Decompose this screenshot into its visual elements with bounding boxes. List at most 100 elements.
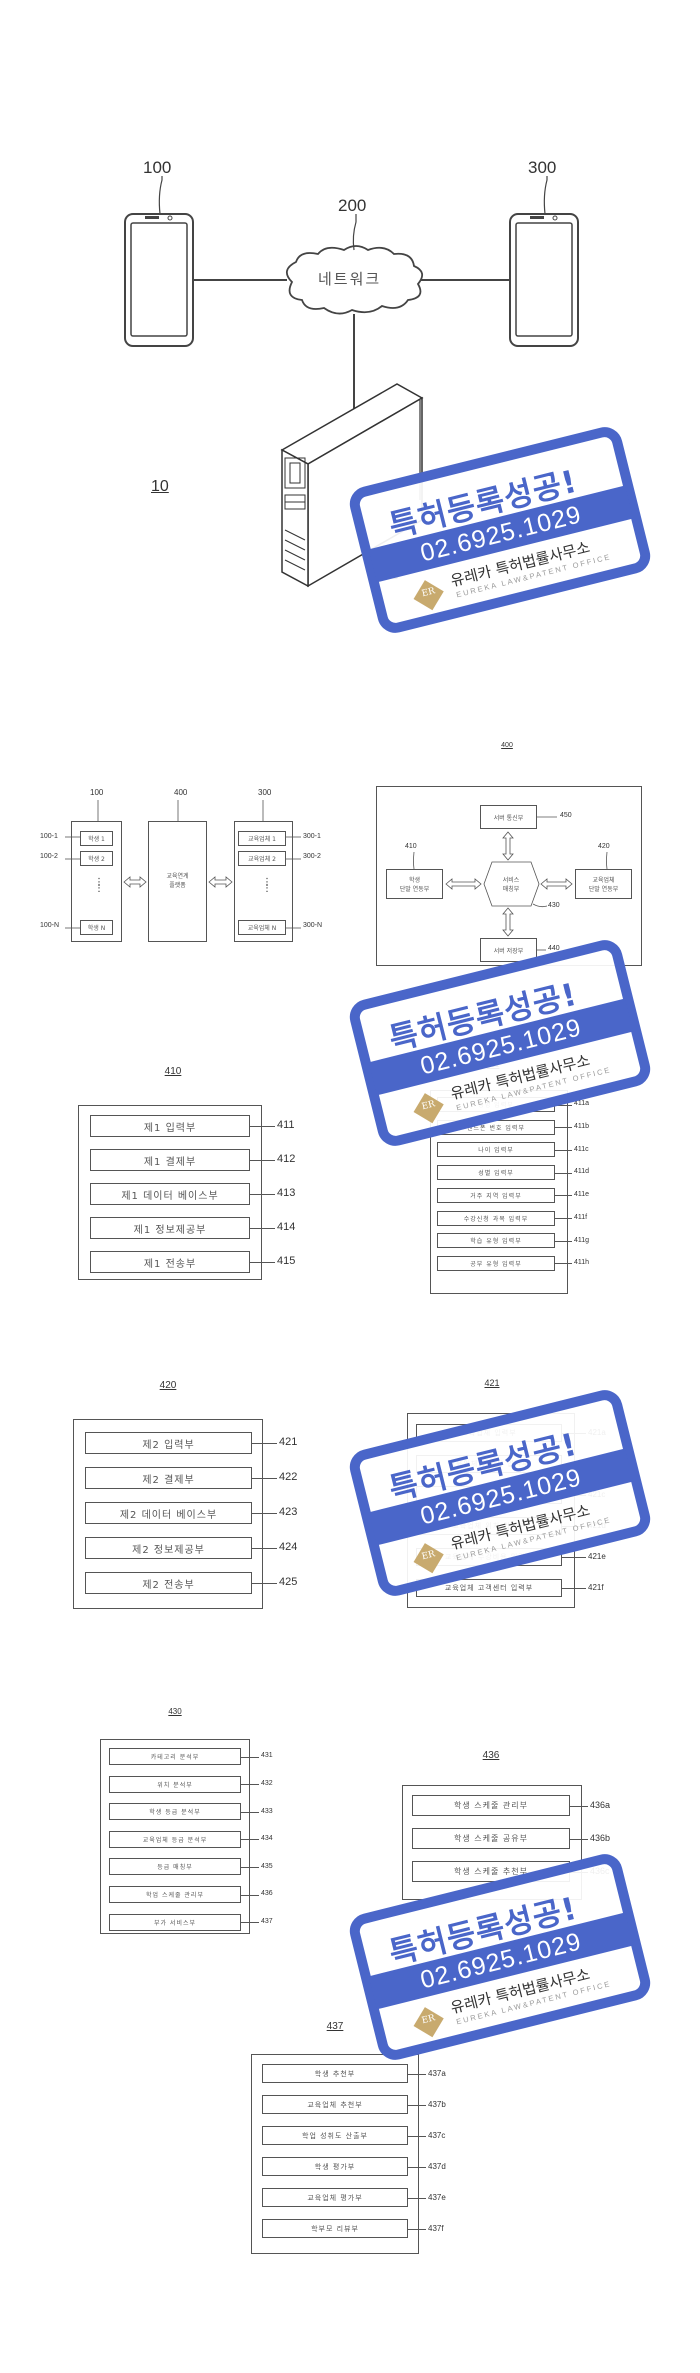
component-box: 학습 유형 입력부 <box>437 1233 555 1248</box>
leader-line <box>252 1513 277 1514</box>
leader-line <box>241 1812 259 1813</box>
component-box: 제1 데이터 베이스부 <box>90 1183 250 1205</box>
firm-logo-icon: ER <box>414 1543 444 1573</box>
component-box: 제1 입력부 <box>90 1115 250 1137</box>
component-box: 제2 결제부 <box>85 1467 252 1489</box>
component-box: 학생 평가부 <box>262 2157 408 2176</box>
component-ref: 415 <box>277 1255 295 1267</box>
leader-line <box>241 1922 259 1923</box>
component-ref: 437f <box>428 2224 444 2233</box>
patent-stamp: 특허등록성공! 02.6925.1029 ER 유레카 특허법률사무소 EURE… <box>346 1386 654 1599</box>
leader-line <box>408 2229 426 2230</box>
leader-line <box>250 1126 275 1127</box>
leader-line <box>250 1194 275 1195</box>
component-ref: 431 <box>261 1752 273 1759</box>
component-box: 교육업체 등급 분석부 <box>109 1831 241 1848</box>
leader-line <box>241 1784 259 1785</box>
double-arrow-icon <box>541 879 572 889</box>
leader-line <box>555 1173 572 1174</box>
component-ref: 437a <box>428 2069 446 2078</box>
figure-title-436: 436 <box>483 1750 500 1761</box>
figure-title-430: 430 <box>168 1707 181 1716</box>
component-ref: 414 <box>277 1221 295 1233</box>
component-ref: 424 <box>279 1541 297 1553</box>
component-box: 나이 입력부 <box>437 1142 555 1157</box>
leader-line <box>562 1588 586 1589</box>
component-box: 수강신청 과목 입력부 <box>437 1211 555 1226</box>
component-box: 제1 정보제공부 <box>90 1217 250 1239</box>
leader-line <box>241 1867 259 1868</box>
leader-line <box>408 2136 426 2137</box>
component-box: 학부모 리뷰부 <box>262 2219 408 2238</box>
leader-line <box>555 1263 572 1264</box>
component-box: 등급 매칭부 <box>109 1858 241 1875</box>
component-box: 학업 성취도 산출부 <box>262 2126 408 2145</box>
double-arrow-icon <box>503 908 513 936</box>
figure-title-410: 410 <box>165 1066 182 1077</box>
leader-line <box>562 1557 586 1558</box>
firm-logo-icon: ER <box>414 2007 444 2037</box>
component-ref: 436 <box>261 1890 273 1897</box>
leader-line <box>408 2105 426 2106</box>
component-ref: 411 <box>277 1119 295 1131</box>
component-box: 부가 서비스부 <box>109 1914 241 1931</box>
component-ref: 437 <box>261 1918 273 1925</box>
leader-line <box>250 1228 275 1229</box>
component-ref: 436b <box>590 1833 610 1843</box>
figure-title-420: 420 <box>160 1380 177 1391</box>
leader-line <box>408 2167 426 2168</box>
leader-line <box>252 1583 277 1584</box>
component-box: 제1 결제부 <box>90 1149 250 1171</box>
leader-line <box>241 1757 259 1758</box>
component-box: 카테고리 분석부 <box>109 1748 241 1765</box>
component-box: 제2 입력부 <box>85 1432 252 1454</box>
leader-line <box>555 1241 572 1242</box>
leader-line <box>252 1478 277 1479</box>
leader-line <box>570 1806 588 1807</box>
component-ref: 437c <box>428 2131 445 2140</box>
component-box: 학업 스케줄 관리부 <box>109 1886 241 1903</box>
component-ref: 411h <box>574 1259 589 1266</box>
component-ref: 433 <box>261 1808 273 1815</box>
leader-line <box>555 1218 572 1219</box>
leader-line <box>241 1895 259 1896</box>
component-ref: 411a <box>574 1100 589 1107</box>
component-ref: 411b <box>574 1123 589 1130</box>
component-box: 공부 유형 입력부 <box>437 1256 555 1271</box>
component-box: 교육업체 평가부 <box>262 2188 408 2207</box>
component-box: 제2 전송부 <box>85 1572 252 1594</box>
leader-line <box>252 1443 277 1444</box>
leader-line <box>408 2074 426 2075</box>
component-ref: 411c <box>574 1146 589 1153</box>
figure-title-437: 437 <box>327 2021 344 2032</box>
component-box: 위치 분석부 <box>109 1776 241 1793</box>
component-ref: 411d <box>574 1168 589 1175</box>
figure-title-421: 421 <box>484 1378 499 1388</box>
leader-line <box>250 1160 275 1161</box>
component-ref: 432 <box>261 1780 273 1787</box>
component-ref: 437e <box>428 2193 446 2202</box>
component-ref: 421f <box>588 1583 604 1592</box>
leader-line <box>555 1195 572 1196</box>
double-arrow-icon <box>446 879 481 889</box>
double-arrow-icon <box>503 832 513 860</box>
component-box: 거주 지역 입력부 <box>437 1188 555 1203</box>
leader-line <box>250 1262 275 1263</box>
component-box: 학생 등급 분석부 <box>109 1803 241 1820</box>
component-box: 학생 추천부 <box>262 2064 408 2083</box>
component-ref: 437d <box>428 2162 446 2171</box>
patent-stamp: 특허등록성공! 02.6925.1029 ER 유레카 특허법률사무소 EURE… <box>346 1850 654 2063</box>
component-ref: 436a <box>590 1800 610 1810</box>
component-ref: 412 <box>277 1153 295 1165</box>
component-ref: 422 <box>279 1471 297 1483</box>
leader-line <box>252 1548 277 1549</box>
component-ref: 425 <box>279 1576 297 1588</box>
component-box: 제2 정보제공부 <box>85 1537 252 1559</box>
component-ref: 411f <box>574 1214 587 1221</box>
firm-logo-icon: ER <box>414 580 444 610</box>
leader-line <box>408 2198 426 2199</box>
component-ref: 421e <box>588 1552 606 1561</box>
component-ref: 423 <box>279 1506 297 1518</box>
component-ref: 411e <box>574 1191 589 1198</box>
component-ref: 411g <box>574 1237 589 1244</box>
